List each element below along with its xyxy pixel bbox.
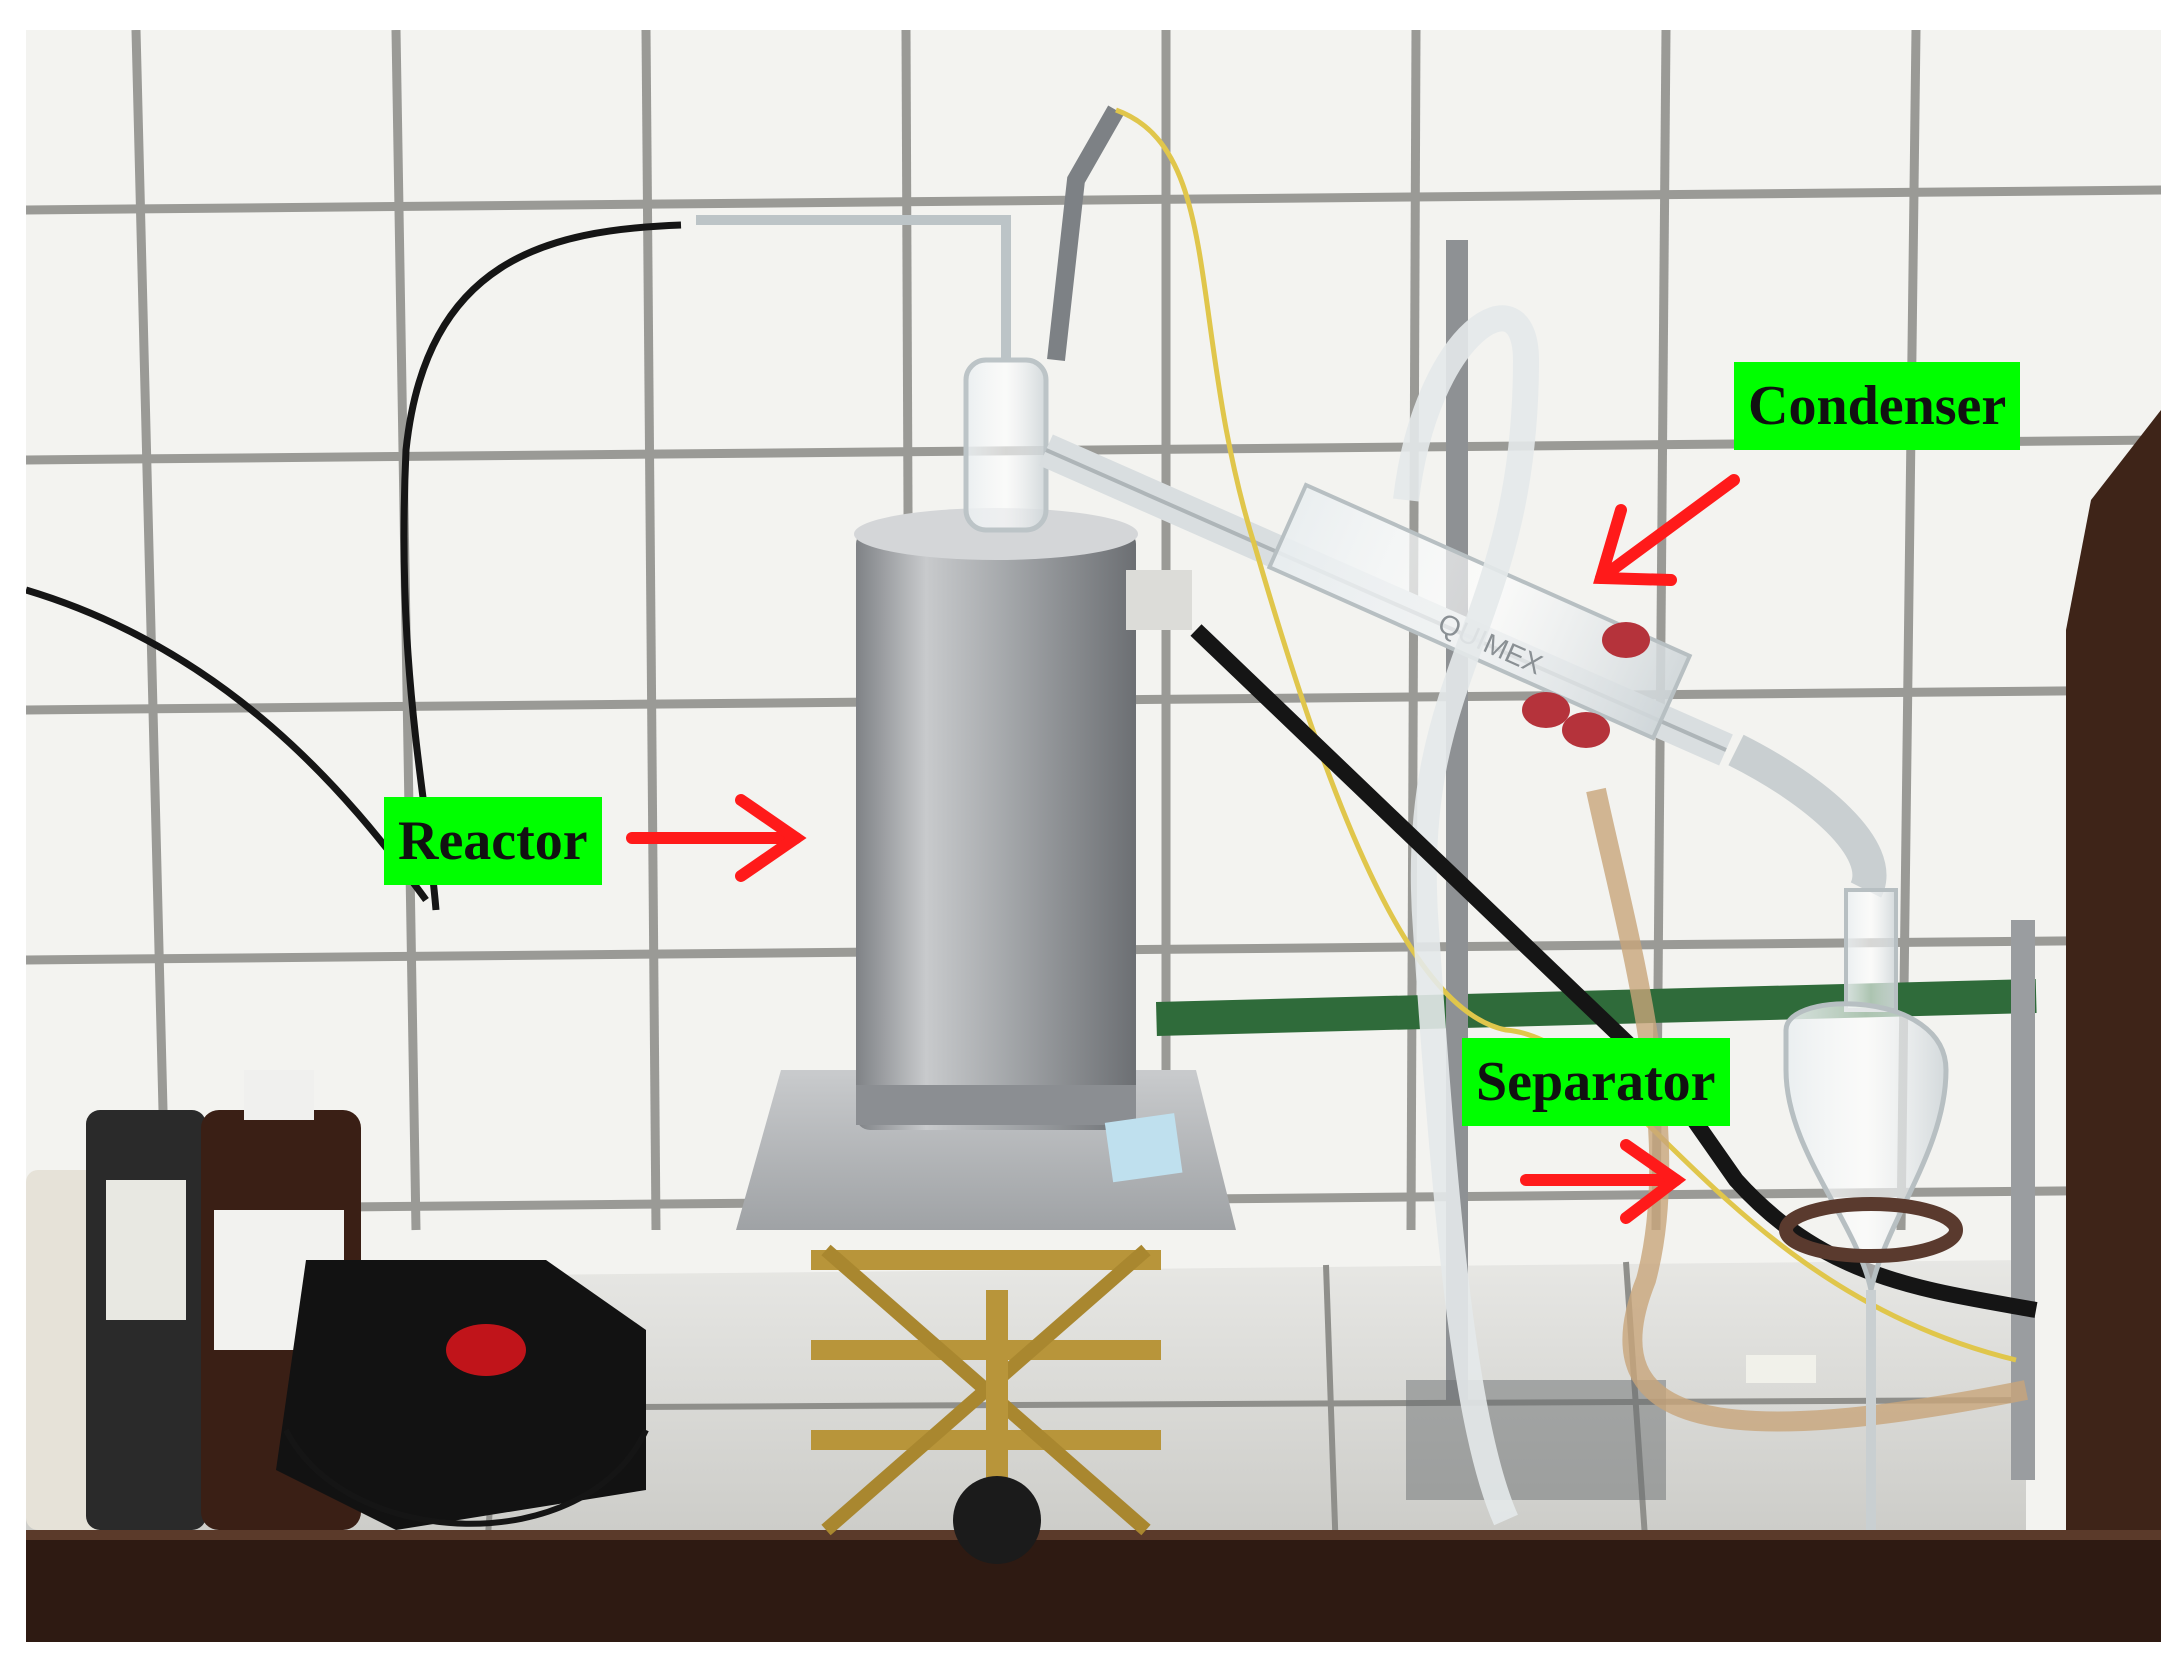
glass-adapter [696, 105, 1124, 533]
wooden-frame [26, 410, 2161, 1642]
condenser-label: Condenser [1734, 362, 2021, 450]
reactor-arrow [626, 794, 807, 882]
clear-tubing [1393, 305, 1540, 1526]
lab-apparatus-photo: QUIMEX [26, 30, 2161, 1642]
separator-arrow [1520, 1139, 1687, 1224]
separator-label: Separator [1462, 1038, 1730, 1126]
yellow-wire [1115, 107, 2017, 1363]
black-tile-stack [276, 1260, 646, 1530]
reagent-bottles [26, 1070, 361, 1530]
reactor-label: Reactor [384, 797, 602, 885]
separatory-funnel [1728, 734, 1963, 1530]
reactor-vessel [854, 508, 1192, 1183]
condenser-arrow [1593, 474, 1740, 586]
